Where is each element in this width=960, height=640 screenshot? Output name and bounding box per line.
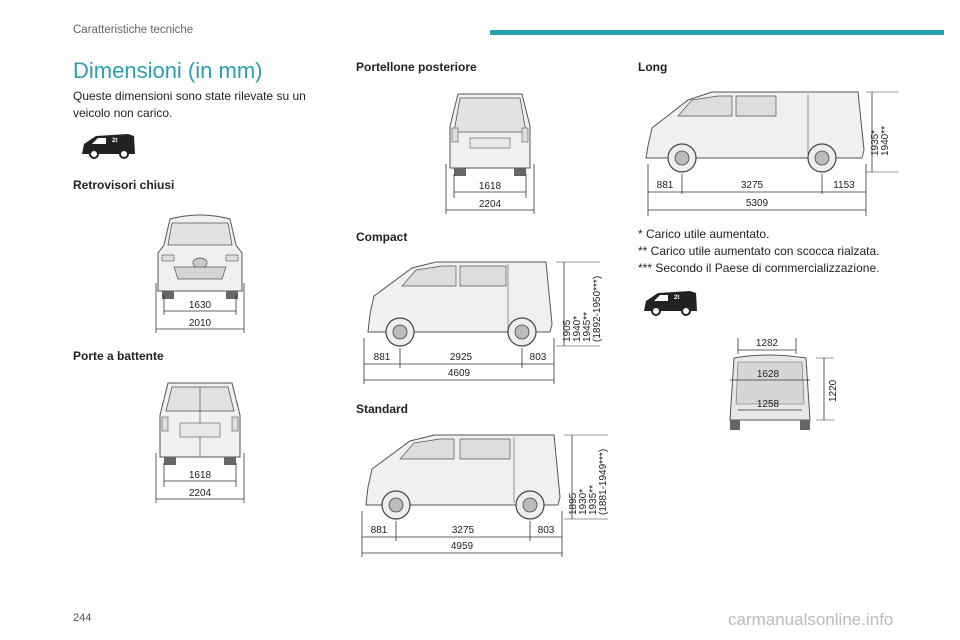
dim-compact-front: 881 xyxy=(374,352,391,363)
svg-text:2t: 2t xyxy=(112,138,117,144)
dim-hinged-width: 1618 xyxy=(189,470,212,481)
dim-long-rear: 1153 xyxy=(833,180,855,191)
dim-mirrors-total: 2010 xyxy=(189,318,212,329)
dim-compact-total: 4609 xyxy=(448,368,471,379)
section-title: Caratteristiche tecniche xyxy=(73,24,194,36)
dim-hinged-total: 2204 xyxy=(189,488,212,499)
dim-standard-wheelbase: 3275 xyxy=(452,525,475,536)
intro-text: Queste dimensioni sono state rilevate su… xyxy=(73,89,306,120)
dim-compact-wheelbase: 2925 xyxy=(450,352,473,363)
label-compact: Compact xyxy=(356,230,408,244)
dim-long-h1: 1935* xyxy=(870,130,881,156)
page-number: 244 xyxy=(73,612,92,624)
side-view-long-diagram: 1935* 1940** 881 3275 1153 5309 xyxy=(645,91,898,216)
dim-standard-rear: 803 xyxy=(538,525,555,536)
dim-long-total: 5309 xyxy=(746,198,769,209)
dim-cargo-height: 1220 xyxy=(828,379,839,402)
label-standard: Standard xyxy=(356,402,409,416)
dim-long-h2: 1940** xyxy=(880,126,891,156)
dim-long-wheelbase: 3275 xyxy=(741,180,764,191)
dim-mirrors-width: 1630 xyxy=(189,300,212,311)
dim-cargo-top: 1282 xyxy=(756,338,779,349)
dim-compact-h3: 1945** xyxy=(582,312,593,342)
svg-text:2t: 2t xyxy=(674,295,679,301)
dim-standard-h1: 1895 xyxy=(568,492,579,515)
watermark: carmanualsonline.info xyxy=(728,610,894,629)
footnote-2: ** Carico utile aumentato con scocca ria… xyxy=(638,244,880,258)
dim-standard-total: 4959 xyxy=(451,541,474,552)
side-view-standard-diagram: 1895 1930* 1935** (1881-1949***) 881 327… xyxy=(361,434,609,557)
dim-standard-h2: 1930* xyxy=(578,489,589,515)
dim-compact-rear: 803 xyxy=(530,352,547,363)
van-silhouette-icon: 2t xyxy=(644,291,697,316)
dim-cargo-mid: 1628 xyxy=(757,369,780,380)
label-tailgate: Portellone posteriore xyxy=(356,60,477,74)
dim-tailgate-total: 2204 xyxy=(479,199,502,210)
header-accent-bar xyxy=(490,30,944,35)
page-title: Dimensioni (in mm) xyxy=(73,58,263,83)
dim-cargo-bottom: 1258 xyxy=(757,399,780,410)
dim-tailgate-width: 1618 xyxy=(479,181,502,192)
front-view-diagram: 1630 2010 xyxy=(155,214,245,333)
cargo-area-diagram: 1282 1628 1258 1220 xyxy=(729,338,839,430)
dim-standard-front: 881 xyxy=(371,525,388,536)
footnote-3: *** Secondo il Paese di commercializzazi… xyxy=(638,261,880,275)
label-hinged: Porte a battente xyxy=(73,349,164,363)
dim-compact-h2: 1940* xyxy=(572,316,583,342)
side-view-compact-diagram: 1905 1940* 1945** (1892-1950***) 881 292… xyxy=(363,261,603,384)
van-silhouette-icon: 2t xyxy=(82,134,135,159)
rear-view-tailgate-diagram: 1618 2204 xyxy=(445,93,535,214)
label-mirrors: Retrovisori chiusi xyxy=(73,178,175,192)
label-long: Long xyxy=(638,60,668,74)
footnote-1: * Carico utile aumentato. xyxy=(638,227,770,241)
dim-compact-h1: 1905 xyxy=(562,319,573,342)
dim-compact-h4: (1892-1950***) xyxy=(592,276,603,342)
dim-standard-h3: 1935** xyxy=(588,485,599,515)
dim-long-front: 881 xyxy=(657,180,674,191)
rear-view-hinged-diagram: 1618 2204 xyxy=(155,382,245,503)
dim-standard-h4: (1881-1949***) xyxy=(598,449,609,515)
footnotes: * Carico utile aumentato. ** Carico util… xyxy=(638,226,908,277)
